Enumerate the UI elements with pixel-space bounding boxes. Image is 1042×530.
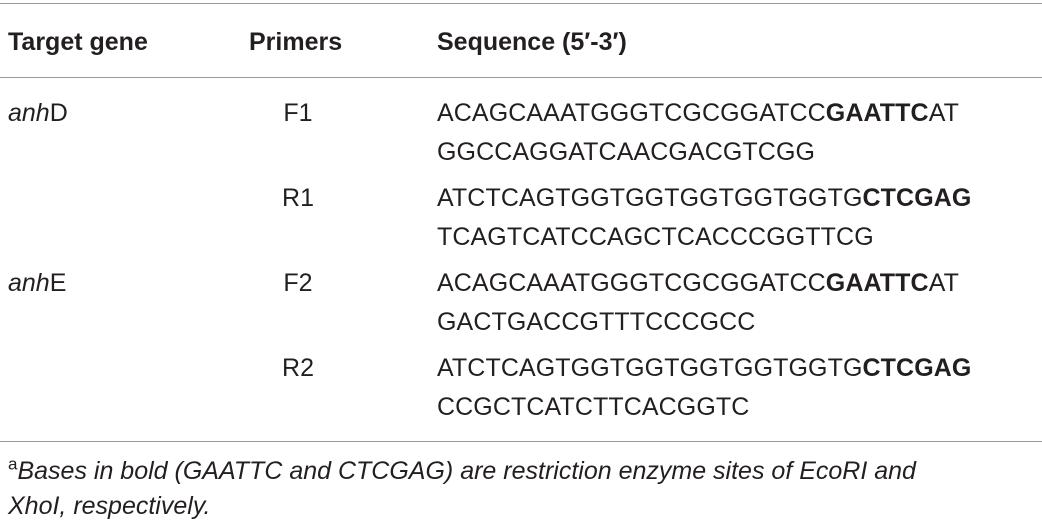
- seq-part: AT: [928, 99, 959, 127]
- footnote-line-2: XhoI, respectively.: [8, 492, 211, 520]
- table-top-rule: [0, 3, 1042, 4]
- gene-suffix: E: [49, 269, 67, 297]
- primer-cell: R2: [282, 354, 314, 382]
- sequence-line-2: CCGCTCATCTTCACGGTC: [437, 393, 750, 421]
- footnote-line-1: aBases in bold (GAATTC and CTCGAG) are r…: [8, 453, 916, 489]
- restriction-site: CTCGAG: [862, 354, 972, 382]
- sequence-line-2: TCAGTCATCCAGCTCACCCGGTTCG: [437, 223, 874, 251]
- seq-part: ATCTCAGTGGTGGTGGTGGTGGTG: [437, 184, 863, 212]
- sequence-line-2: GACTGACCGTTTCCCGCC: [437, 308, 756, 336]
- header-primers: Primers: [249, 28, 343, 56]
- seq-part: ACAGCAAATGGGTCGCGGATCC: [437, 269, 826, 297]
- gene-cell: anhD: [8, 95, 68, 131]
- footnote-marker: a: [8, 454, 18, 474]
- seq-part: ACAGCAAATGGGTCGCGGATCC: [437, 99, 826, 127]
- sequence-line-1: ACAGCAAATGGGTCGCGGATCCGAATTCAT: [437, 95, 959, 131]
- header-rule: [0, 77, 1042, 78]
- gene-italic-part: anh: [8, 269, 50, 297]
- sequence-line-2: GGCCAGGATCAACGACGTCGG: [437, 138, 816, 166]
- seq-part: ATCTCAGTGGTGGTGGTGGTGGTG: [437, 354, 863, 382]
- seq-part: AT: [928, 269, 959, 297]
- primer-cell: F1: [283, 99, 313, 127]
- sequence-line-1: ACAGCAAATGGGTCGCGGATCCGAATTCAT: [437, 265, 959, 301]
- sequence-line-1: ATCTCAGTGGTGGTGGTGGTGGTGCTCGAG: [437, 180, 971, 216]
- gene-cell: anhE: [8, 265, 66, 301]
- sequence-line-1: ATCTCAGTGGTGGTGGTGGTGGTGCTCGAG: [437, 350, 971, 386]
- header-target-gene: Target gene: [8, 28, 148, 56]
- restriction-site: GAATTC: [825, 269, 929, 297]
- restriction-site: GAATTC: [825, 99, 929, 127]
- primer-cell: R1: [282, 184, 314, 212]
- gene-italic-part: anh: [8, 99, 50, 127]
- footnote-text: Bases in bold (GAATTC and CTCGAG) are re…: [17, 457, 916, 485]
- gene-suffix: D: [49, 99, 68, 127]
- primer-cell: F2: [283, 269, 313, 297]
- header-sequence: Sequence (5′-3′): [437, 28, 627, 56]
- table-bottom-rule: [0, 441, 1042, 442]
- restriction-site: CTCGAG: [862, 184, 972, 212]
